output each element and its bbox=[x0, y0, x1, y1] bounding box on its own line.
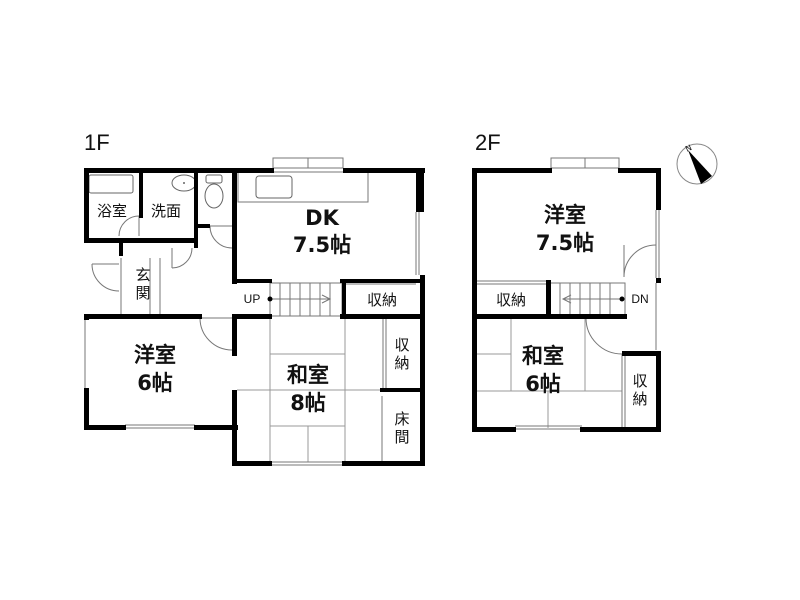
room-labels-2f: 洋室 7.5帖 収納 DN 和室 6帖 収 納 bbox=[496, 203, 649, 408]
walls-2f bbox=[472, 168, 661, 432]
walls-1f bbox=[84, 168, 425, 466]
room-storage-b-label-2: 納 bbox=[394, 354, 409, 372]
room-storage-b-label-1: 収 bbox=[394, 336, 409, 354]
room-tokonoma-label-1: 床 bbox=[394, 410, 409, 428]
stairs-down-label: DN bbox=[631, 292, 648, 306]
floor-1f: 1F bbox=[84, 130, 425, 466]
room-2f-japanese-name: 和室 bbox=[522, 344, 564, 368]
room-2f-storage-a-label: 収納 bbox=[496, 291, 526, 309]
stairs-up-label: UP bbox=[244, 292, 261, 306]
room-bath-label: 浴室 bbox=[97, 202, 127, 220]
room-washroom-label: 洗面 bbox=[151, 202, 181, 220]
room-japanese-size: 8帖 bbox=[290, 391, 326, 415]
compass-north-label: N bbox=[684, 143, 693, 154]
room-entrance-label-2: 関 bbox=[135, 284, 150, 302]
floor-2f: 2F bbox=[472, 130, 661, 432]
room-entrance-label-1: 玄 bbox=[135, 266, 150, 284]
room-2f-japanese-size: 6帖 bbox=[525, 372, 561, 396]
room-dk-name: DK bbox=[305, 206, 339, 230]
room-2f-storage-b-label-2: 納 bbox=[632, 390, 647, 408]
room-2f-western-name: 洋室 bbox=[544, 203, 586, 227]
room-western-name: 洋室 bbox=[134, 343, 176, 367]
room-tokonoma-label-2: 間 bbox=[394, 428, 409, 446]
room-japanese-name: 和室 bbox=[287, 363, 329, 387]
floor-label-2f: 2F bbox=[475, 130, 501, 155]
room-labels-1f: 浴室 洗面 玄 関 DK 7.5帖 UP 収納 洋室 6帖 和室 8帖 収 納 … bbox=[97, 202, 410, 446]
room-2f-western-size: 7.5帖 bbox=[536, 231, 594, 255]
room-western-size: 6帖 bbox=[137, 371, 173, 395]
room-2f-storage-b-label-1: 収 bbox=[632, 372, 647, 390]
compass-icon: N bbox=[676, 143, 718, 185]
room-storage-a-label: 収納 bbox=[367, 291, 397, 309]
thin-lines-1f bbox=[84, 157, 420, 466]
floor-label-1f: 1F bbox=[84, 130, 110, 155]
room-dk-size: 7.5帖 bbox=[293, 233, 351, 257]
